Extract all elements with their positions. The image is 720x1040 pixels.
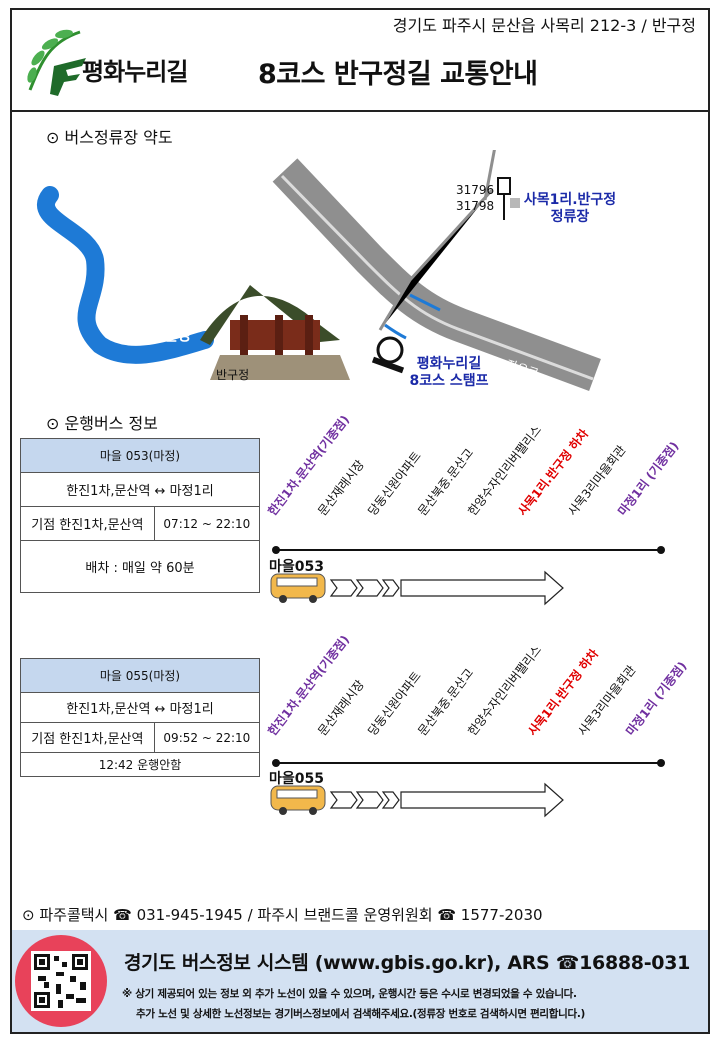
bus-route: 한진1차,문산역 ↔ 마정1리 [20, 692, 260, 723]
header-divider [12, 110, 708, 112]
direction-arrows [329, 782, 564, 818]
logo-text: 평화누리길 [82, 58, 188, 86]
route-line [276, 549, 661, 551]
bus-label: 마을053 [269, 559, 324, 575]
qr-code-icon [15, 935, 107, 1027]
bus-note: 배차 : 매일 약 60분 [20, 540, 260, 593]
bus-origin: 기점 한진1차,문산역 [20, 722, 155, 753]
bus-table-053: 마을 053(마정) 한진1차,문산역 ↔ 마정1리 기점 한진1차,문산역 0… [20, 438, 261, 593]
stop-id-2: 31798 [456, 199, 495, 213]
pavilion-label: 반구정 [216, 368, 250, 382]
map-section-label: 버스정류장 약도 [64, 128, 173, 147]
stop-label: 문산재래시장 [315, 677, 367, 739]
bus-table-055: 마을 055(마정) 한진1차,문산역 ↔ 마정1리 기점 한진1차,문산역 0… [20, 658, 261, 777]
bus-stop-icon [497, 177, 520, 220]
bus-hours: 09:52 ~ 22:10 [153, 722, 261, 753]
route-line [276, 762, 661, 764]
stamp-label: 평화누리길 8코스 스탬프 [394, 356, 504, 390]
route-diagram-055: 한진1차.문산역(기종점) 문산재래시장 당동신원아파트 문산북중.문산고 한양… [265, 632, 689, 818]
map-section-title: ⊙ 버스정류장 약도 [46, 128, 173, 147]
bus-hours: 07:12 ~ 22:10 [153, 506, 261, 541]
stamp-line-1: 평화누리길 [416, 356, 482, 372]
taxi-contact: ⊙ 파주콜택시 ☎ 031-945-1945 / 파주시 브랜드콜 운영위원회 … [22, 906, 543, 924]
route-end-dot [657, 759, 665, 767]
stamp-icon [371, 336, 405, 374]
bus-section-label: 운행버스 정보 [64, 414, 158, 433]
footer-banner: 경기도 버스정보 시스템 (www.gbis.go.kr), ARS ☎1688… [12, 930, 708, 1032]
bus-name: 마을 053(마정) [20, 438, 260, 473]
contact-text: 파주콜택시 ☎ 031-945-1945 / 파주시 브랜드콜 운영위원회 ☎ … [39, 906, 543, 924]
stop-id-1: 31796 [456, 183, 495, 197]
bus-label: 마을055 [269, 771, 324, 787]
bus-note: 12:42 운행안함 [20, 752, 260, 777]
pavilion-icon [200, 285, 350, 380]
peace-trail-logo [27, 29, 86, 96]
bus-icon [270, 573, 326, 603]
stop-suffix: 정류장 [550, 209, 590, 225]
bus-stop-map [37, 150, 601, 391]
stop-name-label: 사목1리.반구정 정류장 [510, 192, 630, 226]
stop-label: 문산재래시장 [315, 457, 367, 519]
direction-arrows [329, 570, 564, 606]
bus-route: 한진1차,문산역 ↔ 마정1리 [20, 472, 260, 507]
bus-origin: 기점 한진1차,문산역 [20, 506, 155, 541]
bus-section-title: ⊙ 운행버스 정보 [46, 414, 158, 433]
address: 경기도 파주시 문산읍 사목리 212-3 / 반구정 [392, 16, 696, 35]
route-end-dot [657, 546, 665, 554]
bus-direction-icon [270, 782, 564, 818]
bus-name: 마을 055(마정) [20, 658, 260, 693]
page-frame [10, 8, 710, 1034]
bus-direction-icon [270, 570, 564, 606]
page-title: 8코스 반구정길 교통안내 [258, 59, 538, 90]
stop-name: 사목1리.반구정 [523, 192, 617, 208]
stamp-line-2: 8코스 스탬프 [409, 373, 489, 389]
gbis-info: 경기도 버스정보 시스템 (www.gbis.go.kr), ARS ☎1688… [124, 952, 691, 974]
bus-icon [270, 785, 326, 815]
route-diagram-053: 한진1차.문산역(기종점) 문산재래시장 당동신원아파트 문산북중.문산고 한양… [265, 413, 685, 606]
footer-note-1: ※ 상기 제공되어 있는 정보 외 추가 노선이 있을 수 있으며, 운행시간 … [122, 988, 577, 1000]
footer-note-2: 추가 노선 및 상세한 노선정보는 경기버스정보에서 검색해주세요.(정류장 번… [136, 1008, 586, 1020]
river-label: 임진강 [150, 326, 192, 344]
